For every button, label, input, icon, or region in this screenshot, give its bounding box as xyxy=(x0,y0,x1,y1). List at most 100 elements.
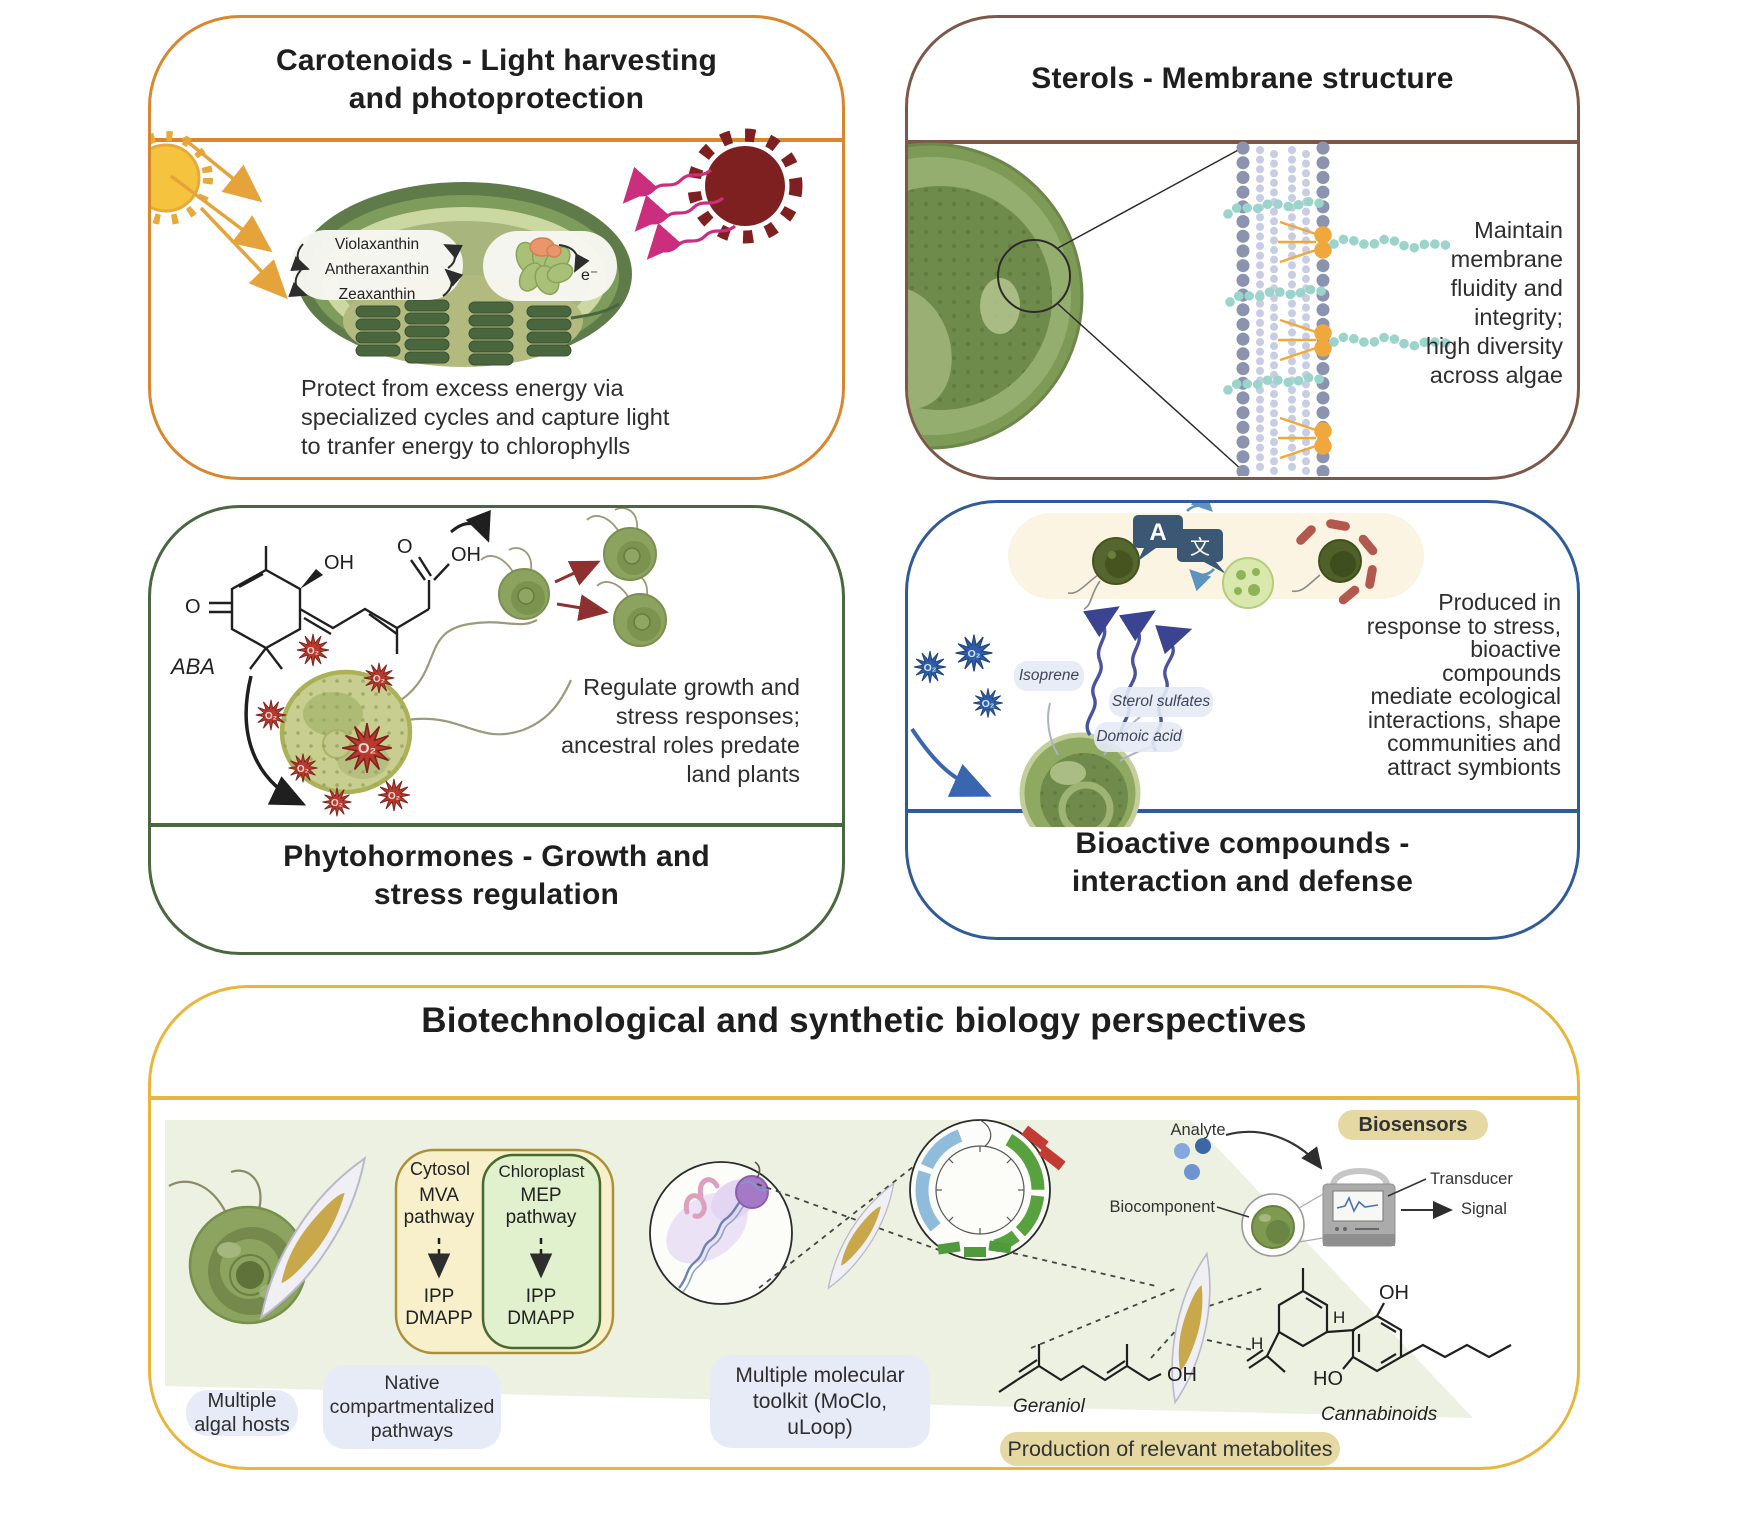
carotenoids-body: Protect from excess energy via specializ… xyxy=(301,375,670,459)
mep-pathway-label: MEP pathway xyxy=(505,1185,577,1228)
cycle-antheraxanthin: Antheraxanthin xyxy=(324,261,430,278)
aba-to-cells-arrow xyxy=(450,509,491,543)
sterol-sulfates-text: Sterol sulfates xyxy=(1111,693,1211,710)
native-pathways-text: Native compartmentalized pathways xyxy=(329,1372,495,1442)
panel-phytohormones: O₂ O₂ O₂ O₂ O₂ O₂ O₂ O OH O OH ABA Regul… xyxy=(148,505,845,955)
hosts-text: Multiple algal hosts xyxy=(194,1390,290,1436)
phytohormones-separator xyxy=(151,823,842,827)
aba-hydroxyl: OH xyxy=(324,552,354,574)
carotenoids-title: Carotenoids - Light harvesting and photo… xyxy=(275,44,718,115)
ros-blue-label: O₂ xyxy=(968,648,981,660)
ros-label: O₂ xyxy=(307,646,319,657)
panel-biotech: Biotechnological and synthetic biology p… xyxy=(148,985,1580,1470)
orange-lipids-icon xyxy=(1278,220,1332,460)
ipp-dmapp-cytosol: IPP DMAPP xyxy=(405,1286,473,1329)
excess-light-waves-icon xyxy=(622,166,737,260)
toolkit-text: Multiple molecular toolkit (MoClo, uLoop… xyxy=(735,1363,905,1439)
bacteria-rods xyxy=(1296,519,1378,605)
lhc-protein-icon xyxy=(515,237,574,296)
membrane-bilayer-illustration xyxy=(1223,141,1453,476)
bioactive-title: Bioactive compounds - interaction and de… xyxy=(1071,827,1414,898)
lipid-heads xyxy=(1236,141,1330,476)
xanthophyll-cycle-card xyxy=(288,230,464,300)
mva-pathway-label: MVA pathway xyxy=(403,1185,475,1228)
ros-label: O₂ xyxy=(373,674,385,685)
stressed-cell-illustration: O₂ O₂ O₂ O₂ O₂ O₂ O₂ xyxy=(255,619,573,817)
ros-label: O₂ xyxy=(265,711,277,722)
division-arrows xyxy=(554,560,609,621)
biotech-title: Biotechnological and synthetic biology p… xyxy=(421,1001,1307,1040)
ros-label: O₂ xyxy=(388,791,400,802)
translation-icon: A 文 xyxy=(1133,503,1226,592)
dividing-cells-illustration xyxy=(480,508,667,647)
cannabinoid-h-right: H xyxy=(1333,1308,1346,1327)
ros-label-large: O₂ xyxy=(358,740,376,757)
biotech-illustration xyxy=(165,1119,1512,1418)
carotenoids-illustration: e⁻ xyxy=(151,128,803,367)
aba-acid-oh: OH xyxy=(451,544,481,566)
panel-carotenoids: e⁻ Carotenoids - Light harvesting and ph… xyxy=(148,15,845,480)
bubble-a-label: A xyxy=(1149,519,1166,546)
production-badge: Production of relevant metabolites xyxy=(1000,1432,1340,1466)
light-rays-icon xyxy=(169,136,288,300)
molecular-toolkit-icon xyxy=(649,1161,793,1305)
isoprene-label: Isoprene xyxy=(1014,661,1084,691)
panel-sterols: Sterols - Membrane structure Maintain me… xyxy=(905,15,1580,480)
ros-stars-blue: O₂ O₂ O₂ xyxy=(913,634,1004,719)
symbiont-cell-icon xyxy=(1291,519,1378,605)
toolkit-label: Multiple molecular toolkit (MoClo, uLoop… xyxy=(710,1355,930,1448)
excess-light-sun-icon xyxy=(687,128,803,244)
compartment-box xyxy=(394,1148,615,1355)
sterols-illustration xyxy=(908,141,1453,476)
sterols-body: Maintain membrane fluidity and integrity… xyxy=(1425,217,1563,388)
sterol-chains-icon xyxy=(1223,196,1453,395)
signal-label: Signal xyxy=(1461,1200,1507,1218)
biotech-separator xyxy=(151,1096,1577,1100)
ros-stars: O₂ O₂ O₂ O₂ O₂ O₂ O₂ xyxy=(255,633,411,817)
chloroplast-label: Chloroplast xyxy=(498,1162,585,1181)
carotenoids-separator xyxy=(151,138,842,142)
panel-bioactive: A 文 xyxy=(905,500,1580,940)
receiver-cell-icon xyxy=(1222,557,1274,609)
signalling-cell-icon xyxy=(1067,537,1140,610)
sterol-sulfates-label: Sterol sulfates xyxy=(1109,687,1213,717)
detector-device-icon xyxy=(1322,1168,1396,1247)
ros-label: O₂ xyxy=(331,798,343,809)
cannabinoid-ho-bottom: HO xyxy=(1313,1368,1343,1390)
analyte-label: Analyte xyxy=(1170,1121,1226,1139)
biosensors-text: Biosensors xyxy=(1358,1113,1468,1136)
biocomponent-icon xyxy=(1241,1193,1324,1257)
thylakoid-stacks xyxy=(355,299,572,366)
geraniol-structure xyxy=(998,1344,1162,1393)
ipp-dmapp-chloroplast: IPP DMAPP xyxy=(507,1286,575,1329)
algal-cell-illustration xyxy=(908,142,1084,450)
domoic-acid-text: Domoic acid xyxy=(1096,728,1182,745)
biosensors-badge: Biosensors xyxy=(1338,1110,1488,1140)
aba-to-stress-arrow xyxy=(244,675,307,806)
bioactive-illustration: A 文 xyxy=(910,503,1424,827)
geraniol-label: Geraniol xyxy=(1013,1396,1085,1417)
cannabinoid-oh-top: OH xyxy=(1379,1282,1409,1304)
bioactive-separator xyxy=(908,809,1577,813)
plasmid-icon xyxy=(909,1119,1066,1261)
analyte-arrow xyxy=(1225,1130,1323,1170)
cycle-zeaxanthin: Zeaxanthin xyxy=(338,286,416,303)
light-harvesting-complex-card: e⁻ xyxy=(483,231,617,301)
cytosol-label: Cytosol xyxy=(409,1159,471,1179)
ros-blue-label: O₂ xyxy=(982,698,995,710)
cannabinoid-h-left: H xyxy=(1251,1334,1264,1353)
electron-label: e⁻ xyxy=(581,267,598,284)
biosensor-illustration xyxy=(1174,1130,1453,1257)
cycle-violaxanthin: Violaxanthin xyxy=(334,236,420,253)
phytohormones-illustration: O₂ O₂ O₂ O₂ O₂ O₂ O₂ xyxy=(209,508,667,817)
domoic-acid-label: Domoic acid xyxy=(1094,722,1184,752)
stress-arrow xyxy=(910,727,992,797)
aba-structure xyxy=(209,546,450,670)
phytohormones-body: Regulate growth and stress responses; an… xyxy=(560,674,800,787)
sterols-title: Sterols - Membrane structure xyxy=(1031,62,1454,95)
hosts-label: Multiple algal hosts xyxy=(186,1390,298,1436)
production-text: Production of relevant metabolites xyxy=(1007,1436,1333,1461)
aba-acid-o: O xyxy=(397,536,413,558)
magnifier-callout xyxy=(997,147,1243,471)
